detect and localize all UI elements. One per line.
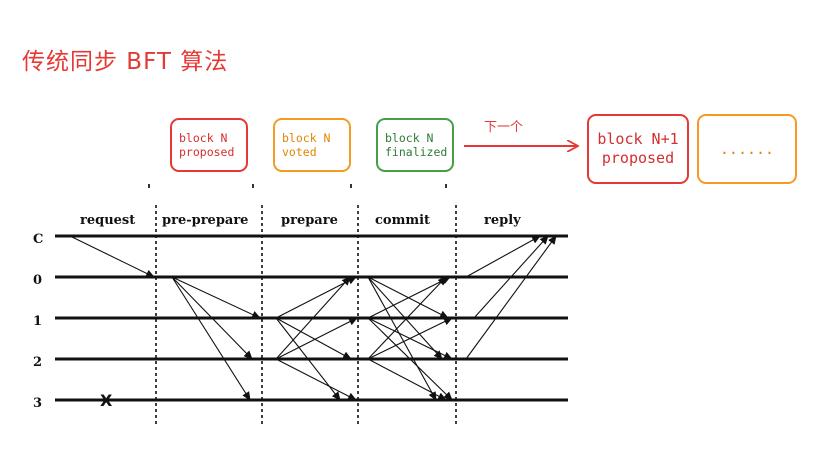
msg-arrow <box>465 235 557 360</box>
msg-arrow <box>465 235 541 278</box>
tick-mark <box>148 184 150 188</box>
page-title: 传统同步 BFT 算法 <box>22 49 229 75</box>
msg-arrow <box>275 358 357 401</box>
card-line-1: block N <box>282 130 331 145</box>
msg-arrow <box>69 235 155 278</box>
ellipsis-text: ...... <box>719 139 775 158</box>
msg-arrow <box>367 276 437 401</box>
phase-label-commit: commit <box>375 213 430 228</box>
crash-x-mark: X <box>100 391 113 410</box>
card-line-1: block N <box>385 130 434 145</box>
node-label-0: 0 <box>33 273 42 288</box>
phase-label-pre-prepare: pre-prepare <box>162 213 248 228</box>
msg-arrow <box>275 317 358 360</box>
tick-mark <box>350 184 352 188</box>
node-label-c: C <box>33 232 43 247</box>
tick-marks <box>148 184 447 188</box>
card-line-2: voted <box>282 145 317 159</box>
msg-arrow <box>171 276 261 319</box>
node-label-2: 2 <box>33 355 42 370</box>
tick-mark <box>252 184 254 188</box>
msg-arrow <box>171 276 251 401</box>
ellipsis-card: ...... <box>697 114 797 184</box>
msg-arrow <box>367 317 453 401</box>
msg-arrow <box>367 276 443 360</box>
msg-arrow <box>367 276 447 360</box>
block-n-voted-card: block N voted <box>273 118 351 172</box>
card-line-1: block N <box>179 130 228 145</box>
msg-arrow <box>367 276 451 319</box>
msg-arrow <box>367 317 453 360</box>
block-n-plus-1-proposed-card: block N+1 proposed <box>587 114 689 184</box>
msg-arrow <box>275 276 351 360</box>
node-label-1: 1 <box>33 314 42 329</box>
card-line-2: proposed <box>601 149 675 167</box>
card-line-1: block N+1 <box>597 130 679 149</box>
phase-label-reply: reply <box>484 213 521 228</box>
msg-arrow <box>275 317 352 360</box>
block-n-finalized-card: block N finalized <box>376 118 454 172</box>
phase-label-request: request <box>80 213 135 228</box>
msg-arrow <box>473 235 549 319</box>
tick-mark <box>445 184 447 188</box>
card-line-2: proposed <box>179 145 235 159</box>
phase-label-prepare: prepare <box>281 213 338 228</box>
next-label: 下一个 <box>484 120 524 135</box>
node-label-3: 3 <box>33 396 42 411</box>
msg-arrow <box>171 276 253 360</box>
card-line-2: finalized <box>385 145 448 159</box>
block-n-proposed-card: block N proposed <box>170 118 248 172</box>
msg-arrow <box>367 358 447 401</box>
